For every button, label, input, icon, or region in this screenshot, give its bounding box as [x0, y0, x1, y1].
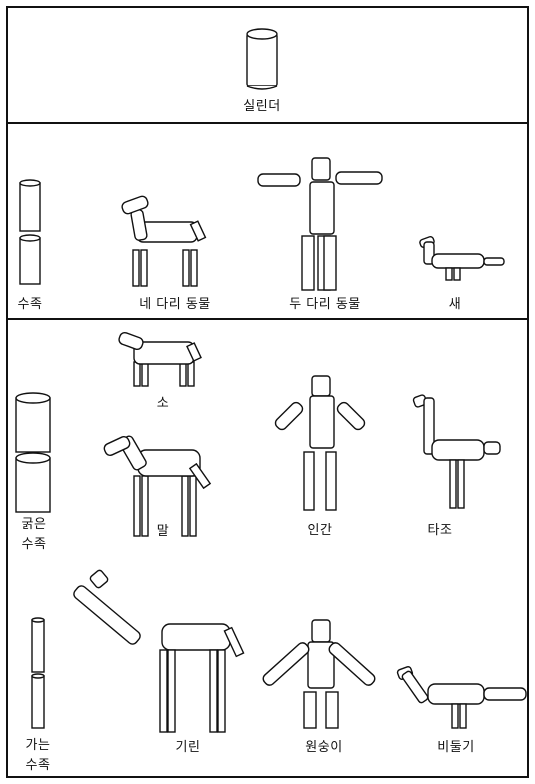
label-four-leg-animal: 네 다리 동물	[139, 297, 211, 312]
ostrich-figure	[412, 394, 501, 509]
label-pigeon: 비둘기	[437, 740, 475, 755]
label-cow: 소	[156, 396, 170, 411]
label-giraffe: 기린	[175, 740, 201, 755]
label-thin-limb: 가는 수족	[25, 738, 51, 773]
horse-figure	[103, 435, 212, 537]
label-monkey: 원숭이	[305, 740, 343, 755]
label-limb: 수족	[17, 297, 43, 312]
label-horse: 말	[156, 524, 170, 539]
monkey-figure	[262, 619, 376, 729]
two-leg-figure	[257, 157, 383, 291]
label-cylinder: 실린더	[243, 99, 281, 114]
human-figure	[274, 375, 366, 511]
label-ostrich: 타조	[427, 523, 453, 538]
limb-figure	[19, 179, 41, 285]
cow-figure	[118, 331, 202, 387]
label-human: 인간	[307, 523, 333, 538]
four-leg-animal-figure	[121, 195, 207, 287]
panel-basic-forms	[6, 122, 529, 320]
giraffe-figure	[73, 569, 245, 733]
thick-limb-figure	[15, 392, 51, 513]
label-thick-limb: 굵은 수족	[21, 517, 47, 552]
label-two-leg-animal: 두 다리 동물	[289, 297, 361, 312]
label-bird: 새	[448, 297, 462, 312]
thin-limb-figure	[31, 617, 45, 729]
cylinder-figure	[246, 28, 278, 90]
bird-figure	[419, 235, 505, 281]
pigeon-figure	[396, 666, 527, 729]
